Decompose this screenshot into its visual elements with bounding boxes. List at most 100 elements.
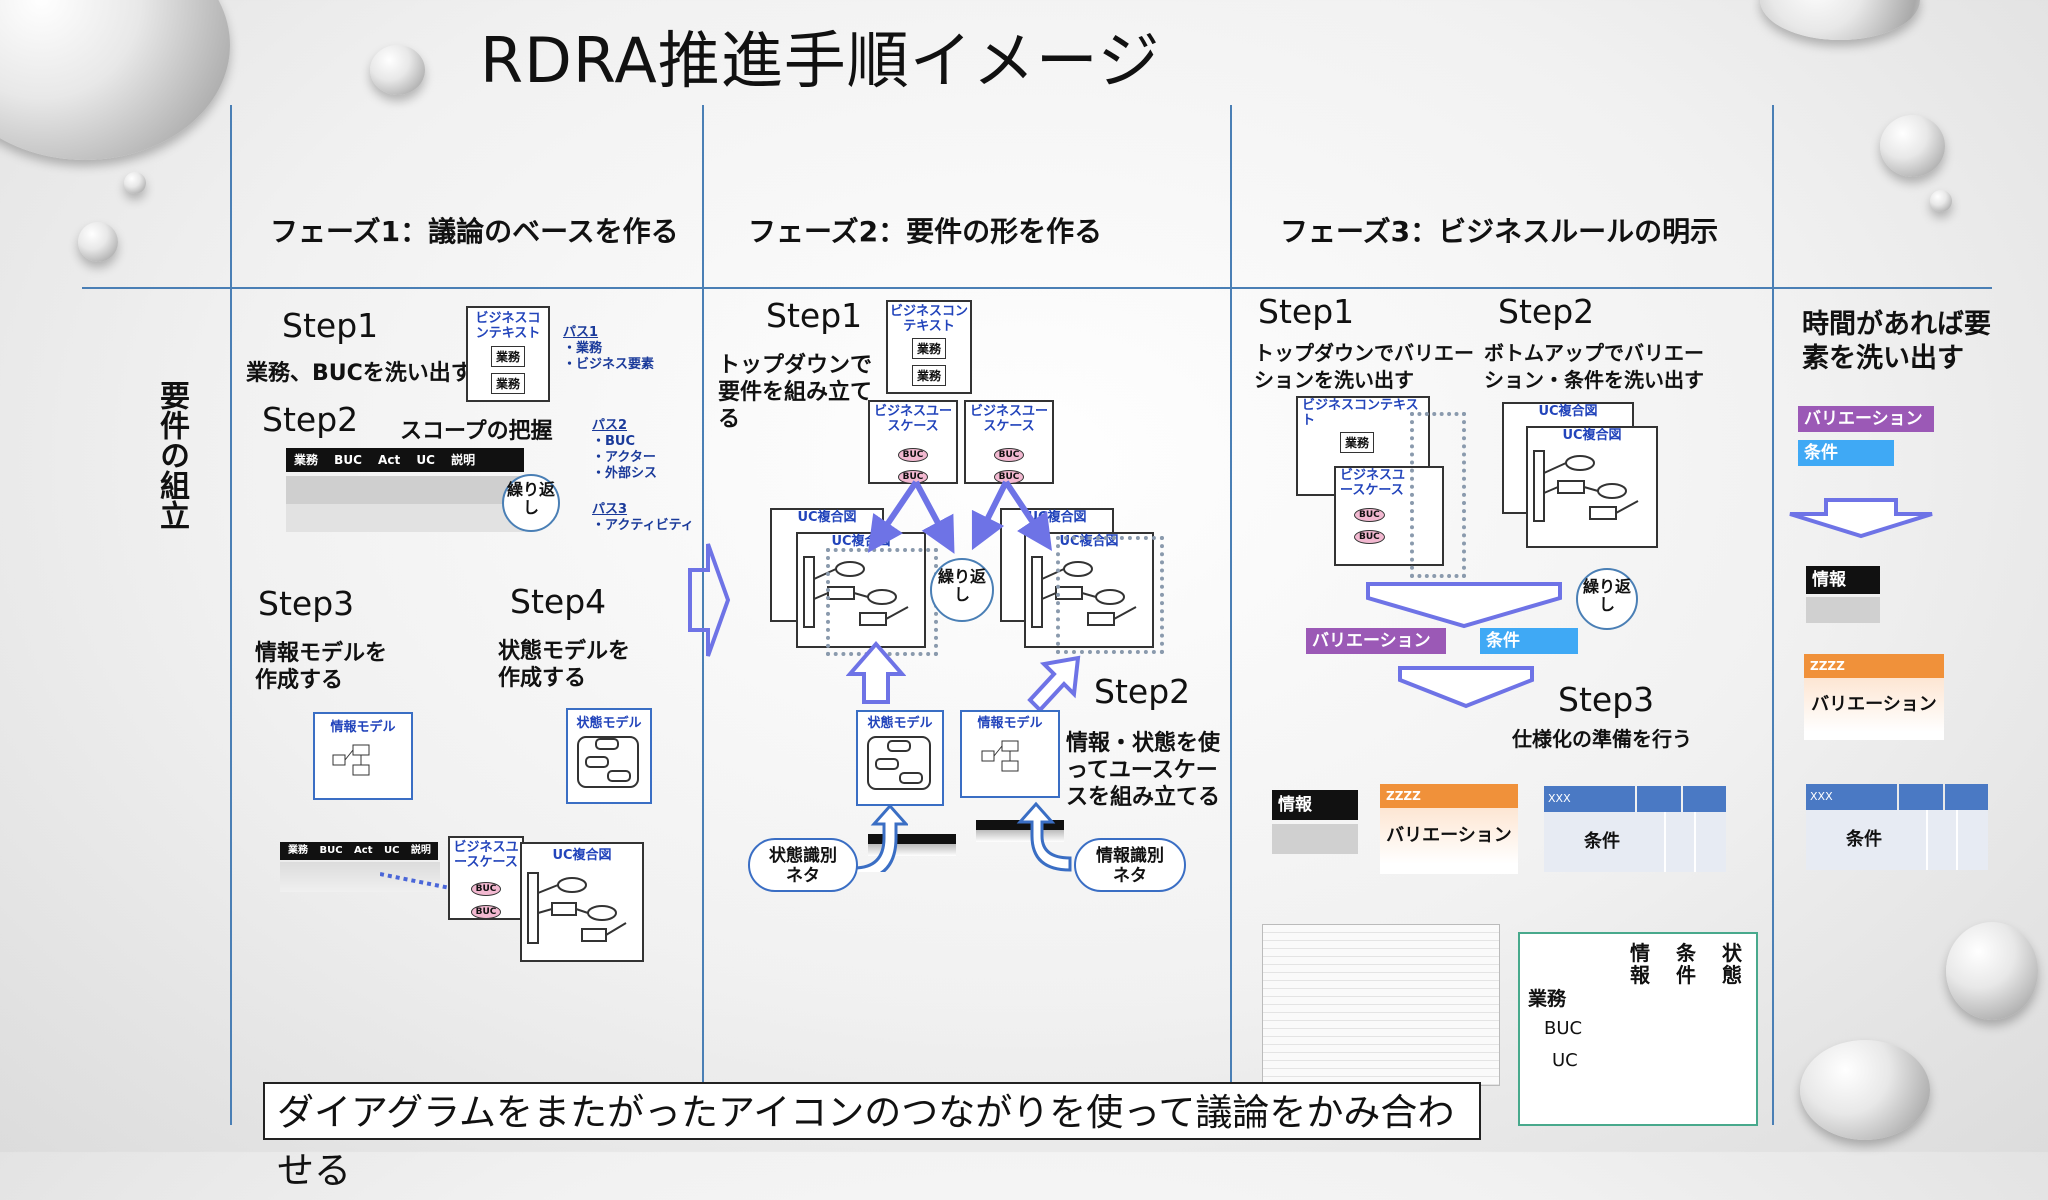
info-label: 情報: [1806, 566, 1880, 594]
p1-step2: Step2: [262, 400, 359, 439]
matrix-col: 状態: [1722, 941, 1742, 987]
path1-title: パス1: [563, 325, 599, 340]
scope-table-header: 業務 BUC Act UC 説明: [286, 448, 524, 472]
header-cell: [1637, 786, 1681, 812]
spreadsheet-thumbnail: [1262, 924, 1500, 1086]
card-title: 情報モデル: [977, 716, 1043, 731]
matrix-col: 情報: [1630, 941, 1650, 987]
path-item: ・外部シス: [592, 466, 658, 481]
p2-step1: Step1: [766, 296, 863, 335]
p1-step1-desc: 業務、BUCを洗い出す: [246, 361, 473, 386]
condition-band: 条件: [1480, 628, 1578, 654]
column-divider: [1772, 105, 1774, 1125]
water-drop: [0, 0, 230, 160]
xxx-label: XXX: [1806, 784, 1897, 810]
column-divider: [230, 105, 232, 1125]
matrix-thumbnail: 情報 条件 状態 業務 BUC UC: [1518, 932, 1758, 1126]
info-label: 情報: [1272, 790, 1358, 820]
zzzz-label: ZZZZ: [1804, 654, 1944, 678]
p3-step3: Step3: [1558, 680, 1655, 719]
extra-variation-block: ZZZZ バリエーション: [1804, 654, 1944, 740]
card-title: ビジネスコンテキスト: [475, 311, 541, 341]
p1-step4: Step4: [510, 582, 607, 621]
matrix-header: 情報 条件 状態: [1520, 934, 1756, 986]
scope-table-body: [286, 476, 524, 532]
water-drop: [1760, 0, 1920, 40]
p1-step2-desc: スコープの把握: [400, 419, 553, 444]
down-arrow-icon: [1789, 498, 1933, 539]
state-source-cloud: 状態識別ネタ: [748, 838, 858, 892]
variation-label: バリエーション: [1380, 808, 1518, 864]
info-model-icon: [981, 740, 1019, 772]
phase-arrow-icon: [688, 543, 731, 657]
matrix-row: 業務: [1528, 988, 1567, 1010]
bottom-table-body: [280, 862, 440, 892]
condition-label: 条件: [1544, 812, 1726, 872]
card-title: UC複合図: [1562, 428, 1622, 443]
buc-oval: BUC: [1354, 508, 1385, 522]
row-label: 要件の組立: [154, 380, 189, 530]
card-title: ビジネスユースケース: [873, 404, 952, 434]
uc-composite-icon: [1533, 450, 1639, 522]
header-cell: [1682, 786, 1726, 812]
water-drop: [1930, 190, 1952, 212]
header-cell: [1944, 784, 1988, 810]
p3-step2: Step2: [1498, 292, 1595, 331]
p3-condition-table: XXX 条件: [1544, 786, 1726, 876]
water-drop: [124, 172, 146, 194]
gyomu-box: 業務: [490, 373, 525, 394]
extra-desc: 時間があれば要素を洗い出す: [1802, 309, 1991, 374]
path-item: ・BUC: [592, 434, 636, 449]
matrix-col: 条件: [1676, 941, 1696, 987]
repeat-cycle-icon: 繰り返し: [930, 558, 994, 622]
p3-step1: Step1: [1258, 292, 1355, 331]
p2-state-model-card: 状態モデル: [856, 710, 944, 806]
info-body: [1806, 597, 1880, 623]
card-title: ビジネスコンテキスト: [890, 304, 969, 334]
uc-composite-icon: [527, 872, 627, 944]
extra-condition-band: 条件: [1798, 440, 1894, 466]
p1-state-model-card: 状態モデル: [566, 708, 652, 804]
path3-title: パス3: [592, 502, 628, 517]
p1-biz-usecase-card: ビジネスユースケース BUC BUC: [448, 836, 524, 920]
extra-variation-band: バリエーション: [1798, 406, 1934, 432]
info-model-icon: [332, 744, 370, 776]
path3-label: パス3 ・アクティビティ: [592, 502, 694, 534]
p2-uc-composite-front-right: UC複合図: [1024, 532, 1154, 648]
card-title: ビジネスユースケース: [453, 840, 519, 870]
card-title: UC複合図: [797, 510, 857, 525]
variation-label: バリエーション: [1804, 678, 1944, 732]
gyomu-box: 業務: [911, 338, 946, 359]
xxx-label: XXX: [1544, 786, 1635, 812]
p3-variation-block: ZZZZ バリエーション: [1380, 784, 1518, 874]
p3-step2-desc: ボトムアップでバリエーション・条件を洗い出す: [1484, 341, 1704, 392]
zzzz-label: ZZZZ: [1380, 784, 1518, 808]
repeat-cycle-icon: 繰り返し: [502, 474, 560, 532]
card-title: ビジネスユースケース: [969, 404, 1048, 434]
bottom-caption: ダイアグラムをまたがったアイコンのつながりを使って議論をかみ合わせる: [263, 1082, 1481, 1192]
black-bar: [868, 834, 956, 844]
phase2-header: フェーズ2：要件の形を作る: [748, 215, 1103, 248]
p2-info-model-card: 情報モデル: [960, 710, 1060, 798]
p1-step1: Step1: [282, 306, 379, 345]
header-cell: [1899, 784, 1943, 810]
gyomu-box: 業務: [1340, 432, 1375, 453]
water-drop: [78, 222, 118, 262]
page-title: RDRA推進手順イメージ: [480, 24, 1161, 97]
condition-table-header: XXX: [1806, 784, 1988, 810]
card-title: 状態モデル: [576, 716, 642, 731]
condition-label: 条件: [1806, 810, 1988, 870]
column-divider: [1230, 105, 1232, 1125]
down-arrow-icon: [1366, 582, 1562, 629]
water-drop: [370, 45, 425, 95]
state-model-icon: [577, 736, 639, 788]
p1-biz-context-card: ビジネスコンテキスト 業務 業務: [466, 306, 550, 402]
p3-step3-desc: 仕様化の準備を行う: [1512, 727, 1692, 751]
gyomu-box: 業務: [911, 365, 946, 386]
p2-step2: Step2: [1094, 672, 1191, 711]
curved-arrow-icon: [853, 804, 908, 872]
card-title: 状態モデル: [867, 716, 933, 731]
header-divider: [82, 287, 1992, 289]
info-source-cloud: 情報識別ネタ: [1074, 838, 1186, 892]
dotted-frame: [1056, 536, 1164, 654]
